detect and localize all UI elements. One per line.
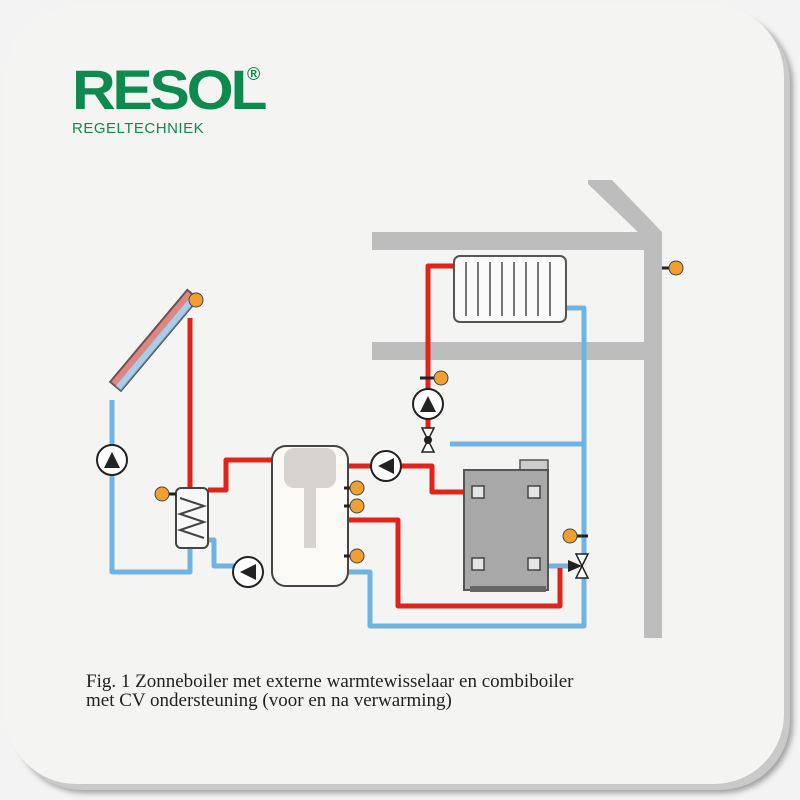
solar-collector	[108, 288, 200, 393]
mixing-valve-icon	[420, 427, 436, 453]
boiler-sensor-icon	[562, 528, 578, 544]
caption-line-2: met CV ondersteuning (voor en na verwarm…	[86, 690, 452, 711]
building-structure	[372, 180, 662, 638]
radiator	[453, 255, 567, 323]
resol-logo: RESOL ® REGELTECHNIEK	[72, 62, 267, 138]
diverter-valve-icon	[568, 553, 590, 579]
logo-wordmark: RESOL	[72, 58, 267, 121]
storage-tank	[271, 445, 349, 587]
secondary-pump-icon	[232, 556, 264, 588]
boiler-pump-icon	[370, 450, 402, 482]
exchanger-sensor-icon	[154, 486, 170, 502]
heat-exchanger	[175, 487, 209, 549]
solar-pump-icon	[96, 444, 128, 476]
tank-sensor-mid-icon	[349, 498, 365, 514]
tank-sensors	[344, 480, 365, 564]
combi-boiler	[463, 459, 549, 592]
heating-pump-icon	[412, 388, 444, 420]
logo-subtitle: REGELTECHNIEK	[72, 120, 205, 137]
caption-line-1: Fig. 1 Zonneboiler met externe warmtewis…	[86, 671, 574, 692]
collector-sensor-icon	[188, 292, 204, 308]
figure-caption: Fig. 1 Zonneboiler met externe warmtewis…	[86, 672, 726, 710]
heating-sensor-icon	[433, 370, 449, 386]
tank-sensor-bottom-icon	[349, 548, 365, 564]
tank-sensor-top-icon	[349, 480, 365, 496]
registered-mark: ®	[247, 64, 261, 84]
outdoor-sensor-icon	[668, 260, 684, 276]
